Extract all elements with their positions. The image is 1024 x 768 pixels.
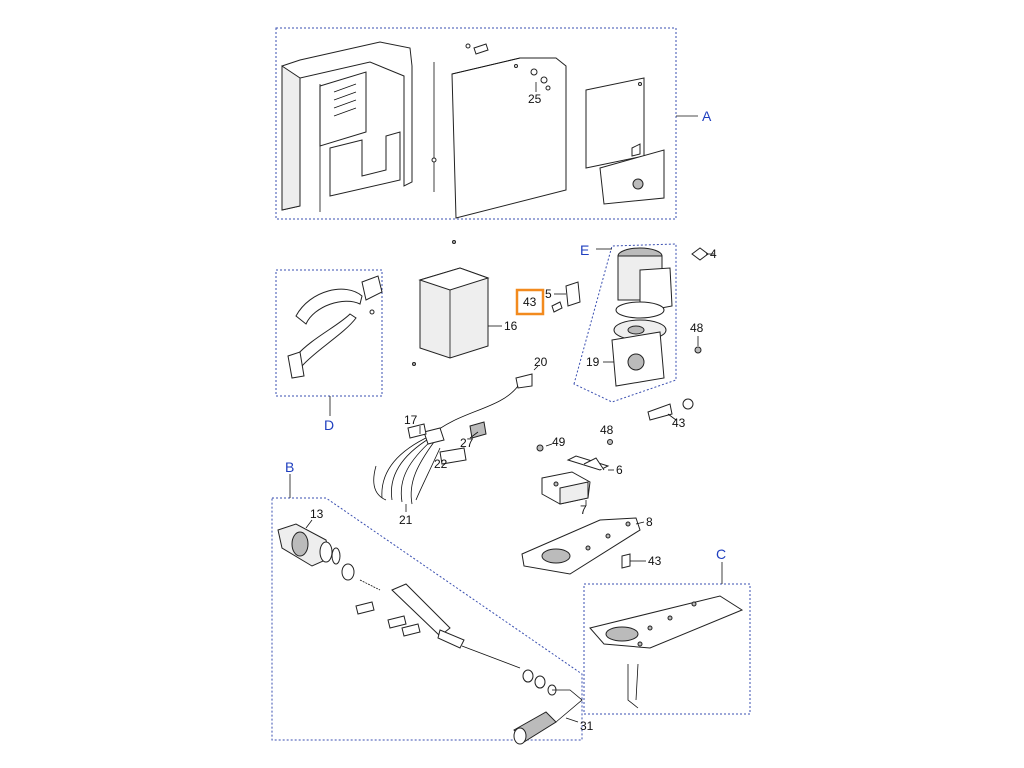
wiring-harness-21[interactable] <box>373 385 519 505</box>
callout-7[interactable]: 7 <box>580 503 587 517</box>
bracket-6 <box>566 455 610 471</box>
callout-17[interactable]: 17 <box>404 413 418 427</box>
group-d-box <box>275 269 383 397</box>
screw-43 <box>551 301 563 313</box>
cover-housing[interactable] <box>281 41 413 212</box>
callout-48-upper[interactable]: 48 <box>690 321 704 335</box>
group-b-box <box>271 497 583 741</box>
callout-48-mid[interactable]: 48 <box>600 423 614 437</box>
base-plate-8[interactable] <box>521 517 641 575</box>
callout-21[interactable]: 21 <box>399 513 413 527</box>
callout-31[interactable]: 31 <box>580 719 594 733</box>
gear-motor-assembly[interactable] <box>611 247 673 387</box>
crank-handle-31[interactable] <box>513 689 583 745</box>
release-shaft[interactable] <box>341 563 557 696</box>
callout-4[interactable]: 4 <box>710 247 717 261</box>
nut-49 <box>536 444 544 452</box>
callout-43-bottom[interactable]: 43 <box>648 554 662 568</box>
nut-48-mid <box>607 439 613 445</box>
mounting-bracket-plate[interactable] <box>585 77 665 205</box>
callout-43-right[interactable]: 43 <box>672 416 686 430</box>
callout-8[interactable]: 8 <box>646 515 653 529</box>
callout-20[interactable]: 20 <box>534 355 548 369</box>
callout-43-selected[interactable]: 43 <box>523 295 537 309</box>
group-a-label[interactable]: A <box>702 108 712 124</box>
group-a-box <box>275 27 677 220</box>
callout-22[interactable]: 22 <box>434 457 448 471</box>
screw-top <box>452 240 456 244</box>
bracket-7[interactable] <box>541 471 591 505</box>
screw-43-bottom <box>621 553 631 569</box>
small-bracket-4 <box>691 247 709 261</box>
side-rail <box>431 62 437 192</box>
callout-19[interactable]: 19 <box>586 355 600 369</box>
callout-16[interactable]: 16 <box>504 319 518 333</box>
group-d-label[interactable]: D <box>324 417 334 433</box>
screw-bottom <box>412 362 416 366</box>
bracket-5 <box>565 281 581 307</box>
callout-6[interactable]: 6 <box>616 463 623 477</box>
selected-part-highlight <box>515 288 545 316</box>
front-cover-panel[interactable] <box>451 43 567 219</box>
release-lever[interactable] <box>287 275 383 379</box>
callout-49[interactable]: 49 <box>552 435 566 449</box>
callout-25[interactable]: 25 <box>528 92 542 106</box>
foundation-plate[interactable] <box>589 595 744 709</box>
coupling-13[interactable] <box>277 523 341 567</box>
callout-27[interactable]: 27 <box>460 436 474 450</box>
nut-48-upper <box>694 346 702 354</box>
callout-5[interactable]: 5 <box>545 287 552 301</box>
sensor-20 <box>515 373 533 389</box>
group-b-label[interactable]: B <box>285 459 294 475</box>
control-box-16[interactable] <box>418 267 490 359</box>
group-e-label[interactable]: E <box>580 242 589 258</box>
fitting-43-right <box>647 398 694 421</box>
callout-13[interactable]: 13 <box>310 507 324 521</box>
group-e-box <box>573 243 677 403</box>
group-c-label[interactable]: C <box>716 546 726 562</box>
